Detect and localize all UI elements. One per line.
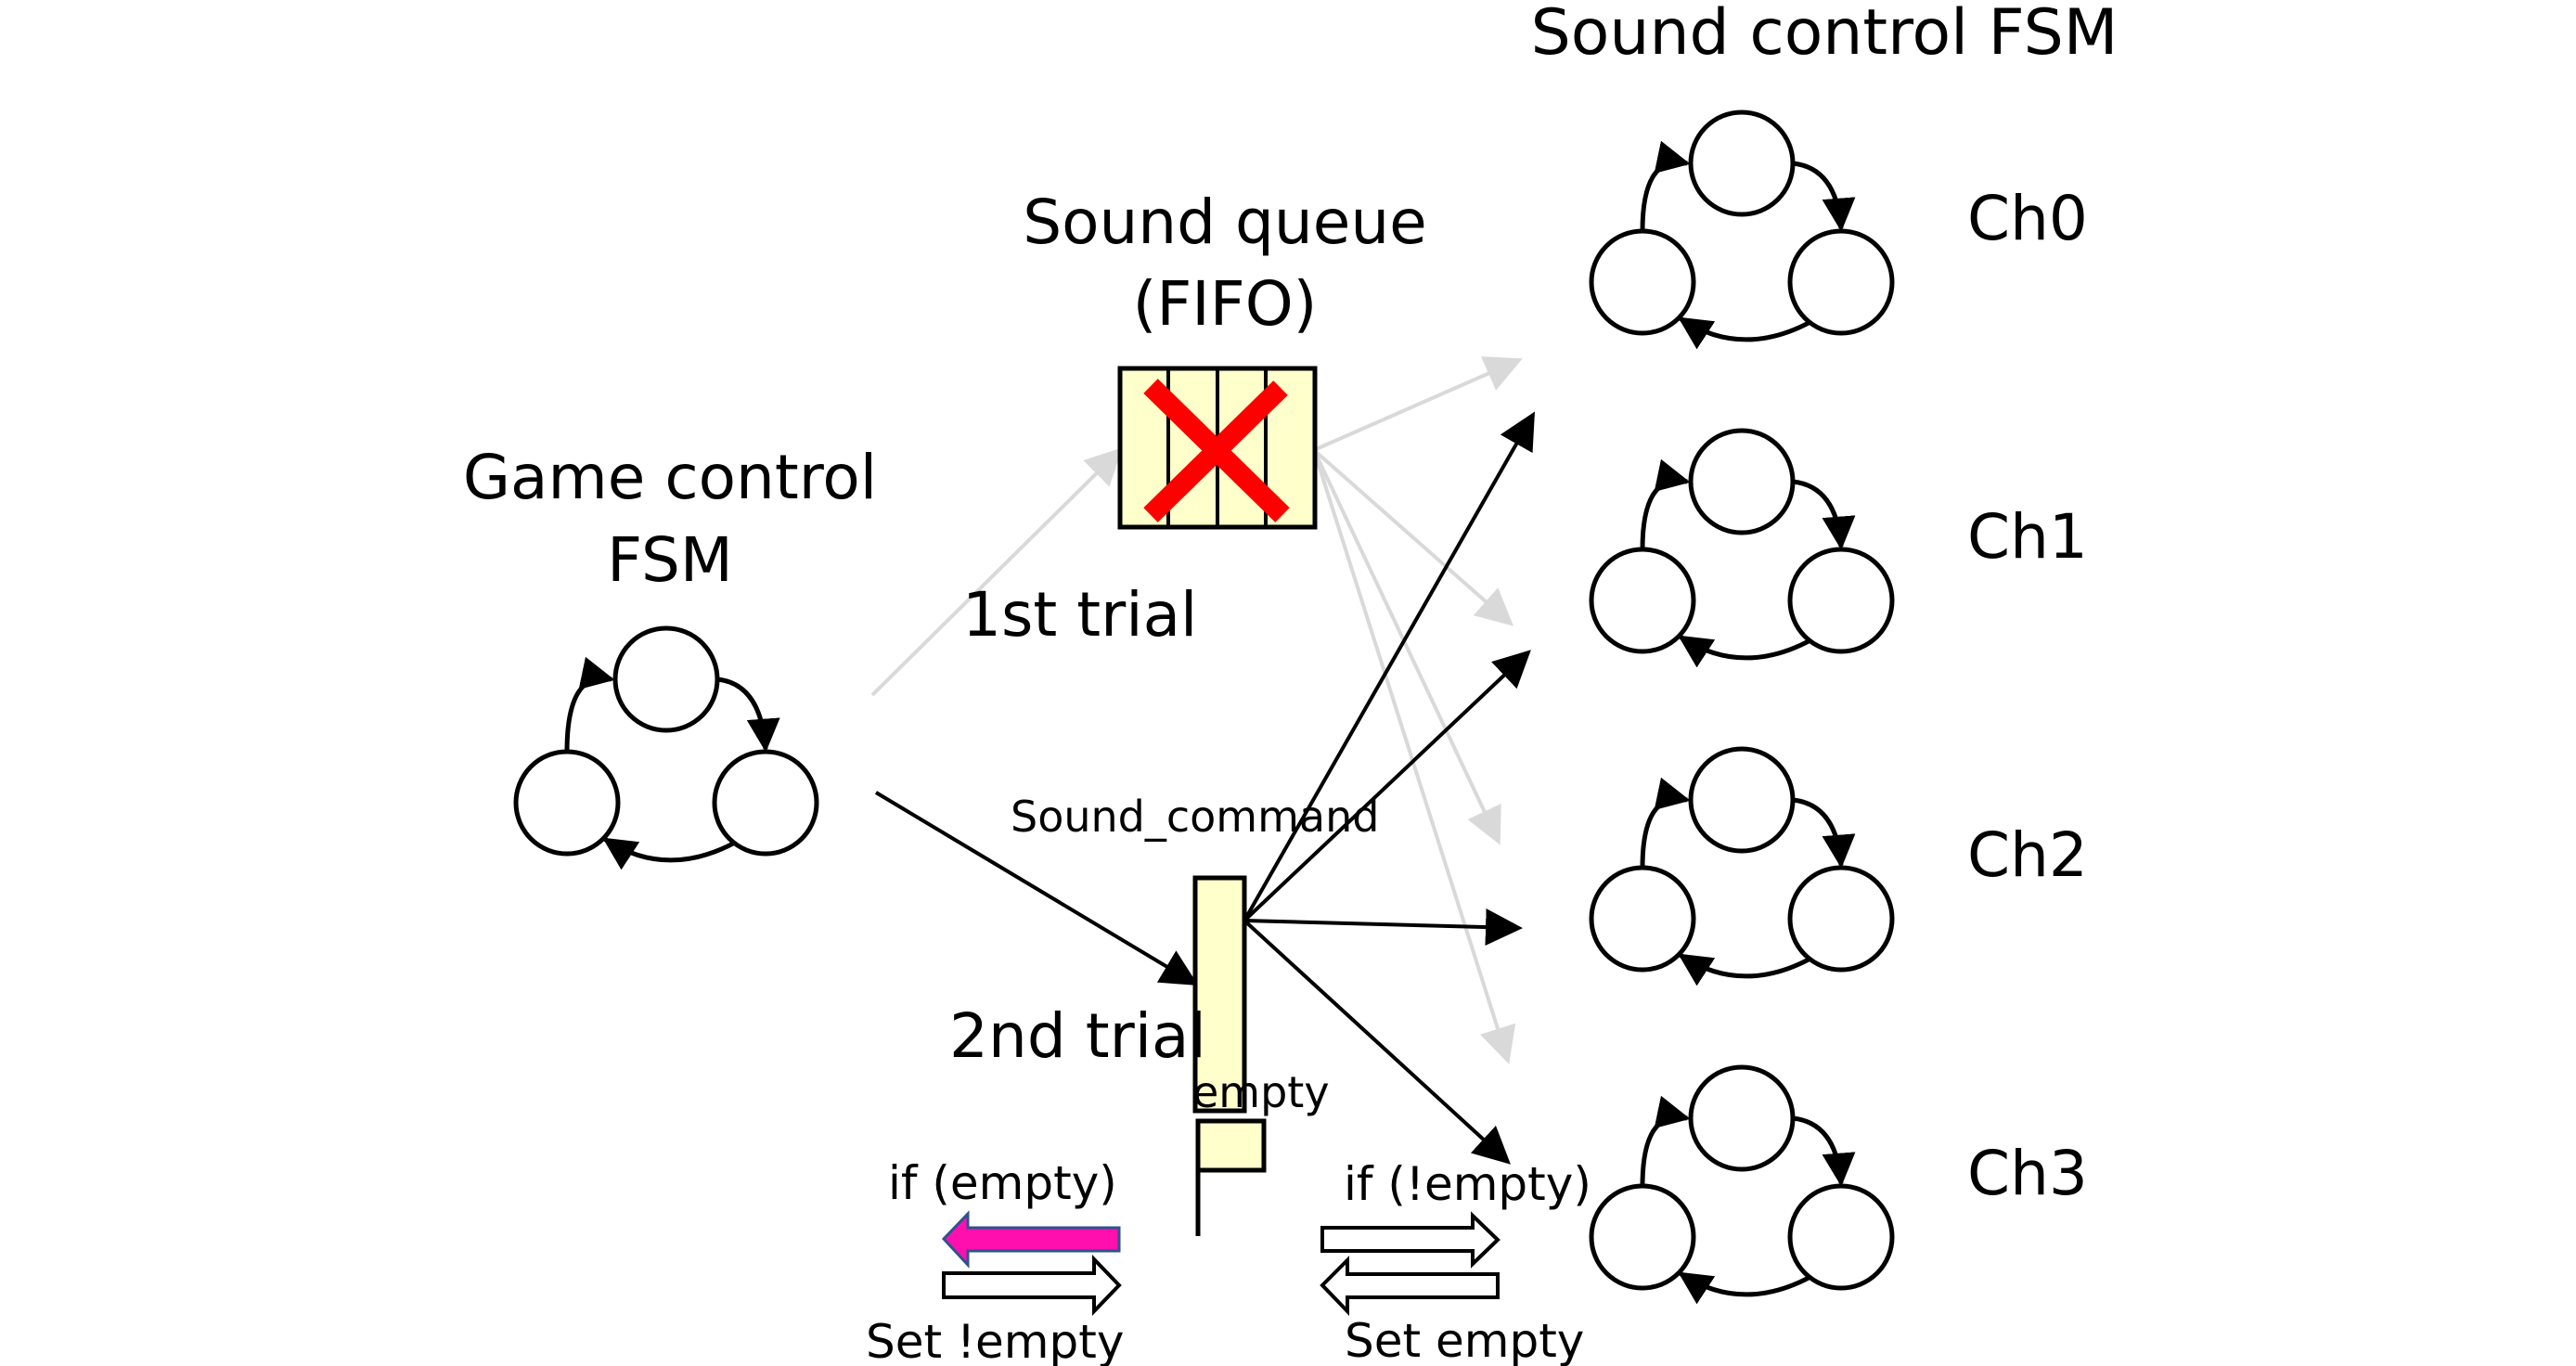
first-trial-label: 1st trial — [962, 579, 1197, 651]
state-node — [1688, 110, 1796, 217]
sound-queue-title-line2: (FIFO) — [1133, 268, 1318, 340]
transition-arrow — [1640, 777, 1691, 869]
state-node — [1787, 547, 1895, 654]
state-node — [1589, 865, 1696, 973]
state-node — [1787, 865, 1895, 973]
path-command-to-ch1 — [1243, 650, 1531, 922]
second-trial-label: 2nd trial — [949, 1000, 1206, 1072]
empty-flag: empty — [1192, 1067, 1330, 1236]
sound-command: Sound_command — [1011, 792, 1379, 1114]
path-queue-to-ch1 — [1312, 448, 1513, 626]
arrow-left-outline-icon — [1320, 1256, 1500, 1316]
game-fsm-states — [513, 625, 819, 870]
state-node — [1589, 547, 1696, 654]
highlight-arrow-left-icon — [941, 1210, 1121, 1269]
transition-arrow — [1640, 1095, 1691, 1187]
state-node — [513, 749, 621, 857]
path-game-to-command — [874, 791, 1199, 986]
handshake-sound-side: if (!empty) Set empty — [1320, 1157, 1591, 1366]
channel-label: Ch2 — [1967, 819, 2088, 891]
state-node — [1787, 228, 1895, 336]
transition-arrow — [1792, 797, 1856, 869]
channel-ch0: Ch0 — [1589, 110, 2088, 350]
state-node — [612, 625, 720, 733]
path-command-to-ch0 — [1243, 411, 1535, 921]
set-not-empty-label: Set !empty — [866, 1315, 1124, 1366]
if-empty-label: if (empty) — [888, 1156, 1117, 1210]
transition-arrow — [1678, 1271, 1812, 1305]
transition-arrow — [564, 656, 615, 753]
arrow-right-outline-icon — [1320, 1211, 1501, 1269]
channel-label: Ch0 — [1967, 183, 2088, 254]
state-node — [1589, 1183, 1696, 1291]
transition-arrow — [602, 837, 737, 870]
state-node — [1589, 228, 1696, 336]
state-node — [1688, 1064, 1796, 1172]
channel-label: Ch3 — [1967, 1138, 2088, 1209]
state-node — [1688, 746, 1796, 854]
transition-arrow — [1792, 479, 1856, 550]
state-node — [1787, 1183, 1895, 1291]
path-game-to-queue — [870, 447, 1123, 697]
sound-command-label: Sound_command — [1011, 792, 1379, 842]
game-fsm-title-line2: FSM — [607, 524, 733, 596]
sound-queue: Sound queue (FIFO) — [1023, 187, 1427, 530]
state-node — [1688, 428, 1796, 535]
handshake-game-side: if (empty) Set !empty — [866, 1156, 1124, 1366]
transition-arrow — [1678, 635, 1812, 668]
sound-queue-title-line1: Sound queue — [1023, 187, 1427, 258]
transition-arrow — [716, 677, 780, 753]
cross-icon — [1143, 379, 1290, 522]
game-fsm-title-line1: Game control — [463, 442, 877, 513]
transition-arrow — [1792, 161, 1856, 232]
channel-ch1: Ch1 — [1589, 428, 2088, 668]
path-command-to-ch2 — [1243, 909, 1523, 947]
sound-command-box — [1192, 875, 1247, 1114]
first-trial-paths — [870, 356, 1523, 1064]
sound-fsm-title: Sound control FSM — [1531, 0, 2119, 70]
path-queue-to-ch2 — [1312, 449, 1501, 845]
path-queue-to-ch0 — [1313, 356, 1523, 452]
state-node — [712, 749, 819, 857]
transition-arrow — [1640, 140, 1691, 232]
arrow-right-outline-icon — [942, 1255, 1122, 1316]
transition-arrow — [1678, 953, 1812, 986]
channel-ch3: Ch3 — [1589, 1064, 2088, 1305]
transition-arrow — [1640, 458, 1691, 550]
channel-ch2: Ch2 — [1589, 746, 2088, 986]
if-not-empty-label: if (!empty) — [1344, 1157, 1591, 1211]
set-empty-label: Set empty — [1345, 1314, 1584, 1366]
second-trial-paths — [874, 411, 1535, 1165]
path-queue-to-ch3 — [1312, 449, 1516, 1064]
game-control-fsm: Game control FSM — [463, 442, 877, 870]
flag-icon — [1195, 1118, 1267, 1173]
flag-label: empty — [1192, 1067, 1330, 1117]
channel-label: Ch1 — [1967, 501, 2088, 573]
path-command-to-ch3 — [1243, 919, 1511, 1165]
transition-arrow — [1678, 316, 1812, 350]
transition-arrow — [1792, 1115, 1856, 1187]
